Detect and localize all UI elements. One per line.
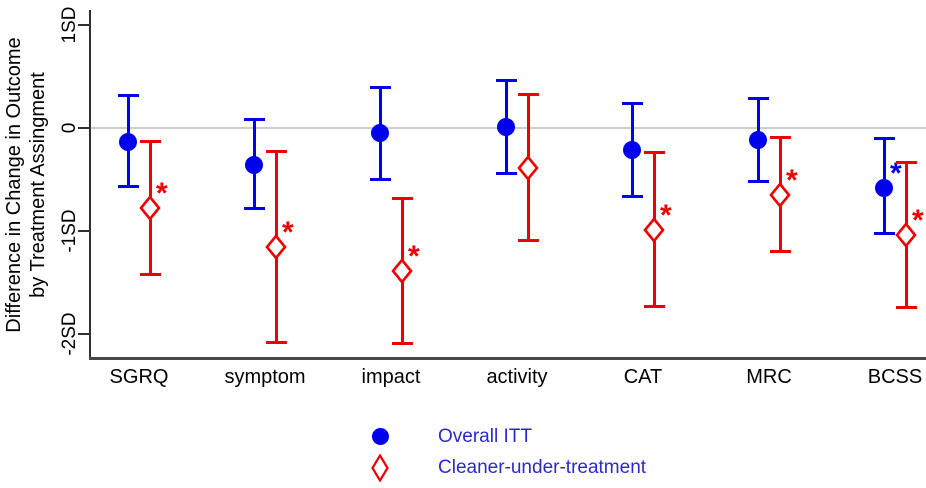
point-diamond-cleaner-under-treatment-bcss bbox=[895, 222, 917, 249]
diamond-glyph bbox=[371, 453, 389, 482]
y-tick-label--1sd: -1SD bbox=[59, 209, 80, 253]
x-axis-label-bcss: BCSS bbox=[867, 366, 923, 388]
point-diamond-cleaner-under-treatment-activity bbox=[517, 155, 539, 182]
legend-item-overall-itt: Overall ITT bbox=[363, 421, 646, 452]
point-diamond-cleaner-under-treatment-sgrq bbox=[139, 195, 161, 222]
circle-glyph bbox=[371, 428, 389, 445]
ci-cap-top-overall-itt-sgrq bbox=[118, 94, 139, 98]
legend: Overall ITT Cleaner-under-treatment bbox=[363, 421, 646, 483]
point-circle-overall-itt-impact bbox=[371, 124, 389, 143]
ci-cap-bottom-overall-itt-activity bbox=[496, 172, 517, 176]
y-tick-mark bbox=[78, 127, 89, 129]
legend-item-cleaner-under-treatment: Cleaner-under-treatment bbox=[363, 452, 646, 483]
ci-cap-top-cleaner-under-treatment-mrc bbox=[770, 136, 791, 140]
point-circle-overall-itt-sgrq bbox=[119, 133, 137, 152]
ci-cap-bottom-cleaner-under-treatment-sgrq bbox=[140, 273, 161, 277]
ci-cap-top-overall-itt-impact bbox=[370, 85, 391, 89]
point-circle-overall-itt-symptom bbox=[245, 156, 263, 175]
point-diamond-cleaner-under-treatment-symptom bbox=[265, 234, 287, 261]
ci-cap-top-overall-itt-symptom bbox=[244, 117, 265, 121]
ci-cap-top-cleaner-under-treatment-symptom bbox=[266, 149, 287, 153]
ci-cap-bottom-overall-itt-sgrq bbox=[118, 184, 139, 188]
significance-asterisk-overall-itt-bcss: * bbox=[890, 156, 902, 190]
y-axis-title-line1: Difference in Change in Outcome bbox=[3, 37, 25, 333]
ci-cap-top-cleaner-under-treatment-activity bbox=[518, 93, 539, 96]
significance-asterisk-cleaner-under-treatment-sgrq: * bbox=[156, 177, 168, 211]
legend-label: Cleaner-under-treatment bbox=[438, 456, 647, 478]
ci-cap-bottom-cleaner-under-treatment-impact bbox=[392, 342, 413, 346]
ci-cap-top-overall-itt-activity bbox=[496, 78, 517, 82]
point-circle-overall-itt-bcss bbox=[875, 178, 893, 197]
x-axis-label-symptom: symptom bbox=[224, 366, 306, 388]
y-tick-label-0: 0 bbox=[59, 122, 80, 134]
point-circle-overall-itt-activity bbox=[497, 117, 515, 136]
significance-asterisk-cleaner-under-treatment-impact: * bbox=[408, 240, 420, 274]
ci-cap-bottom-cleaner-under-treatment-activity bbox=[518, 239, 539, 243]
ci-cap-bottom-cleaner-under-treatment-bcss bbox=[896, 306, 917, 310]
x-axis-label-sgrq: SGRQ bbox=[109, 366, 169, 388]
ci-cap-bottom-cleaner-under-treatment-mrc bbox=[770, 249, 791, 253]
y-tick-mark bbox=[78, 333, 89, 335]
ci-cap-top-cleaner-under-treatment-cat bbox=[644, 150, 665, 154]
ci-cap-top-overall-itt-cat bbox=[622, 102, 643, 106]
legend-filled-circle-icon bbox=[363, 428, 397, 445]
ci-cap-bottom-cleaner-under-treatment-cat bbox=[644, 305, 665, 309]
point-diamond-cleaner-under-treatment-impact bbox=[391, 258, 413, 285]
ci-cap-top-cleaner-under-treatment-sgrq bbox=[140, 140, 161, 144]
x-axis-label-cat: CAT bbox=[623, 366, 663, 388]
x-axis-label-activity: activity bbox=[486, 366, 548, 388]
x-axis-label-mrc: MRC bbox=[746, 366, 792, 388]
ci-cap-bottom-cleaner-under-treatment-symptom bbox=[266, 341, 287, 345]
legend-open-diamond-icon bbox=[363, 453, 397, 482]
ci-cap-top-overall-itt-mrc bbox=[748, 97, 769, 101]
x-axis-line bbox=[89, 357, 926, 360]
point-diamond-cleaner-under-treatment-mrc bbox=[769, 181, 791, 208]
significance-asterisk-cleaner-under-treatment-cat: * bbox=[660, 198, 672, 232]
y-tick-label-1sd: 1SD bbox=[59, 6, 80, 44]
ci-cap-bottom-overall-itt-cat bbox=[622, 195, 643, 198]
significance-asterisk-cleaner-under-treatment-mrc: * bbox=[786, 163, 798, 197]
y-tick-mark bbox=[78, 24, 89, 26]
ci-cap-top-overall-itt-bcss bbox=[874, 137, 895, 141]
ci-cap-bottom-overall-itt-symptom bbox=[244, 207, 265, 211]
y-axis-line bbox=[89, 10, 91, 358]
legend-label: Overall ITT bbox=[438, 425, 532, 447]
ci-cap-bottom-overall-itt-mrc bbox=[748, 179, 769, 183]
y-tick-label--2sd: -2SD bbox=[59, 312, 80, 356]
ci-cap-bottom-overall-itt-impact bbox=[370, 177, 391, 181]
ci-cap-top-cleaner-under-treatment-impact bbox=[392, 197, 413, 201]
significance-asterisk-cleaner-under-treatment-symptom: * bbox=[282, 216, 294, 250]
y-axis-title-line2: by Treatment Assingment bbox=[27, 72, 49, 298]
ci-cap-bottom-overall-itt-bcss bbox=[874, 232, 895, 236]
point-diamond-cleaner-under-treatment-cat bbox=[643, 216, 665, 244]
x-axis-label-impact: impact bbox=[361, 366, 421, 388]
point-circle-overall-itt-mrc bbox=[749, 131, 767, 150]
y-axis-title: Difference in Change in Outcome by Treat… bbox=[2, 5, 50, 365]
y-tick-mark bbox=[78, 230, 89, 232]
significance-asterisk-cleaner-under-treatment-bcss: * bbox=[912, 204, 924, 238]
point-circle-overall-itt-cat bbox=[623, 140, 641, 159]
ci-cap-top-cleaner-under-treatment-bcss bbox=[896, 160, 917, 164]
